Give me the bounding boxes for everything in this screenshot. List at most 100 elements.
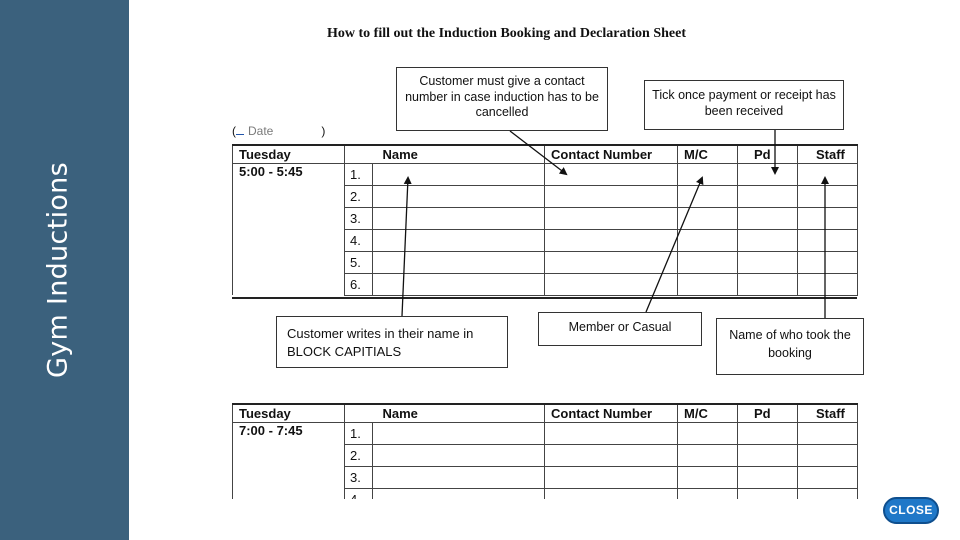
- header-staff: Staff: [797, 144, 858, 164]
- name-cell[interactable]: [372, 487, 545, 499]
- contact-cell[interactable]: [544, 184, 678, 208]
- pd-cell[interactable]: [737, 250, 798, 274]
- close-button[interactable]: CLOSE: [883, 497, 939, 524]
- staff-cell[interactable]: [797, 443, 858, 467]
- contact-cell[interactable]: [544, 421, 678, 445]
- header-name: Name: [372, 144, 545, 164]
- contact-cell[interactable]: [544, 228, 678, 252]
- header-staff: Staff: [797, 403, 858, 423]
- table-row: 7:00 - 7:45 1.: [232, 421, 858, 499]
- mc-cell[interactable]: [677, 487, 738, 499]
- row-number: 3.: [344, 206, 373, 230]
- pd-cell[interactable]: [737, 206, 798, 230]
- date-underline: [236, 124, 244, 135]
- contact-cell[interactable]: [544, 250, 678, 274]
- contact-cell[interactable]: [544, 487, 678, 499]
- header-contact-number: Contact Number: [544, 403, 678, 423]
- row-number: 3.: [344, 465, 373, 489]
- mc-cell[interactable]: [677, 465, 738, 489]
- name-cell[interactable]: [372, 465, 545, 489]
- row-number: 4.: [344, 228, 373, 252]
- header-spacer: [344, 403, 373, 423]
- session-day: Tuesday: [232, 403, 345, 422]
- date-row: (Date): [232, 124, 325, 138]
- contact-cell[interactable]: [544, 465, 678, 489]
- date-close-paren: ): [321, 124, 326, 138]
- pd-cell[interactable]: [737, 228, 798, 252]
- name-cell[interactable]: [372, 250, 545, 274]
- pd-cell[interactable]: [737, 162, 798, 186]
- row-number: 5.: [344, 250, 373, 274]
- table-row: 6.: [233, 272, 858, 296]
- staff-cell[interactable]: [797, 487, 858, 499]
- table-row: 5:00 - 5:45 1.: [232, 162, 858, 295]
- staff-cell[interactable]: [797, 206, 858, 230]
- row-number: 1.: [344, 162, 373, 186]
- name-cell[interactable]: [372, 228, 545, 252]
- pd-cell[interactable]: [737, 443, 798, 467]
- session-time: 5:00 - 5:45: [232, 162, 345, 295]
- name-cell[interactable]: [372, 443, 545, 467]
- document-title: How to fill out the Induction Booking an…: [327, 26, 686, 41]
- callout-contact-number: Customer must give a contact number in c…: [396, 67, 608, 131]
- table-bottom-border: [232, 297, 857, 299]
- pd-cell[interactable]: [737, 487, 798, 499]
- table-row: 5.: [233, 250, 858, 274]
- row-number: 6.: [344, 272, 373, 296]
- header-spacer: [344, 144, 373, 164]
- header-contact-number: Contact Number: [544, 144, 678, 164]
- sidebar-title: Gym Inductions: [42, 162, 74, 378]
- header-name: Name: [372, 403, 545, 423]
- mc-cell[interactable]: [677, 162, 738, 186]
- staff-cell[interactable]: [797, 184, 858, 208]
- row-number: 4.: [344, 487, 373, 499]
- row-number: 1.: [344, 421, 373, 445]
- staff-cell[interactable]: [797, 228, 858, 252]
- header-pd: Pd: [737, 403, 798, 423]
- callout-payment: Tick once payment or receipt has been re…: [644, 80, 844, 130]
- staff-cell[interactable]: [797, 162, 858, 186]
- pd-cell[interactable]: [737, 184, 798, 208]
- booking-table-session-1: Tuesday Name Contact Number M/C Pd Staff…: [232, 144, 858, 296]
- booking-table-session-2: Tuesday Name Contact Number M/C Pd Staff…: [232, 403, 858, 499]
- callout-staff: Name of who took the booking: [716, 318, 864, 375]
- mc-cell[interactable]: [677, 184, 738, 208]
- mc-cell[interactable]: [677, 443, 738, 467]
- contact-cell[interactable]: [544, 443, 678, 467]
- table-header-row: Tuesday Name Contact Number M/C Pd Staff: [232, 144, 858, 164]
- contact-cell[interactable]: [544, 162, 678, 186]
- name-cell[interactable]: [372, 272, 545, 296]
- session-day: Tuesday: [232, 144, 345, 163]
- mc-cell[interactable]: [677, 228, 738, 252]
- pd-cell[interactable]: [737, 272, 798, 296]
- sidebar: Gym Inductions: [0, 0, 129, 540]
- table-row: 2.: [233, 443, 858, 467]
- mc-cell[interactable]: [677, 272, 738, 296]
- staff-cell[interactable]: [797, 465, 858, 489]
- contact-cell[interactable]: [544, 206, 678, 230]
- session-2-clip: Tuesday Name Contact Number M/C Pd Staff…: [232, 403, 862, 499]
- staff-cell[interactable]: [797, 250, 858, 274]
- callout-member-casual: Member or Casual: [538, 312, 702, 346]
- header-pd: Pd: [737, 144, 798, 164]
- mc-cell[interactable]: [677, 250, 738, 274]
- table-row: 4.: [233, 487, 858, 499]
- staff-cell[interactable]: [797, 421, 858, 445]
- staff-cell[interactable]: [797, 272, 858, 296]
- session-time: 7:00 - 7:45: [232, 421, 345, 499]
- mc-cell[interactable]: [677, 206, 738, 230]
- pd-cell[interactable]: [737, 421, 798, 445]
- name-cell[interactable]: [372, 184, 545, 208]
- contact-cell[interactable]: [544, 272, 678, 296]
- date-label: Date: [248, 124, 274, 138]
- mc-cell[interactable]: [677, 421, 738, 445]
- header-mc: M/C: [677, 144, 738, 164]
- name-cell[interactable]: [372, 162, 545, 186]
- header-mc: M/C: [677, 403, 738, 423]
- pd-cell[interactable]: [737, 465, 798, 489]
- table-header-row: Tuesday Name Contact Number M/C Pd Staff: [232, 403, 858, 423]
- callout-block-capitals: Customer writes in their name in BLOCK C…: [276, 316, 508, 368]
- row-number: 2.: [344, 184, 373, 208]
- name-cell[interactable]: [372, 421, 545, 445]
- name-cell[interactable]: [372, 206, 545, 230]
